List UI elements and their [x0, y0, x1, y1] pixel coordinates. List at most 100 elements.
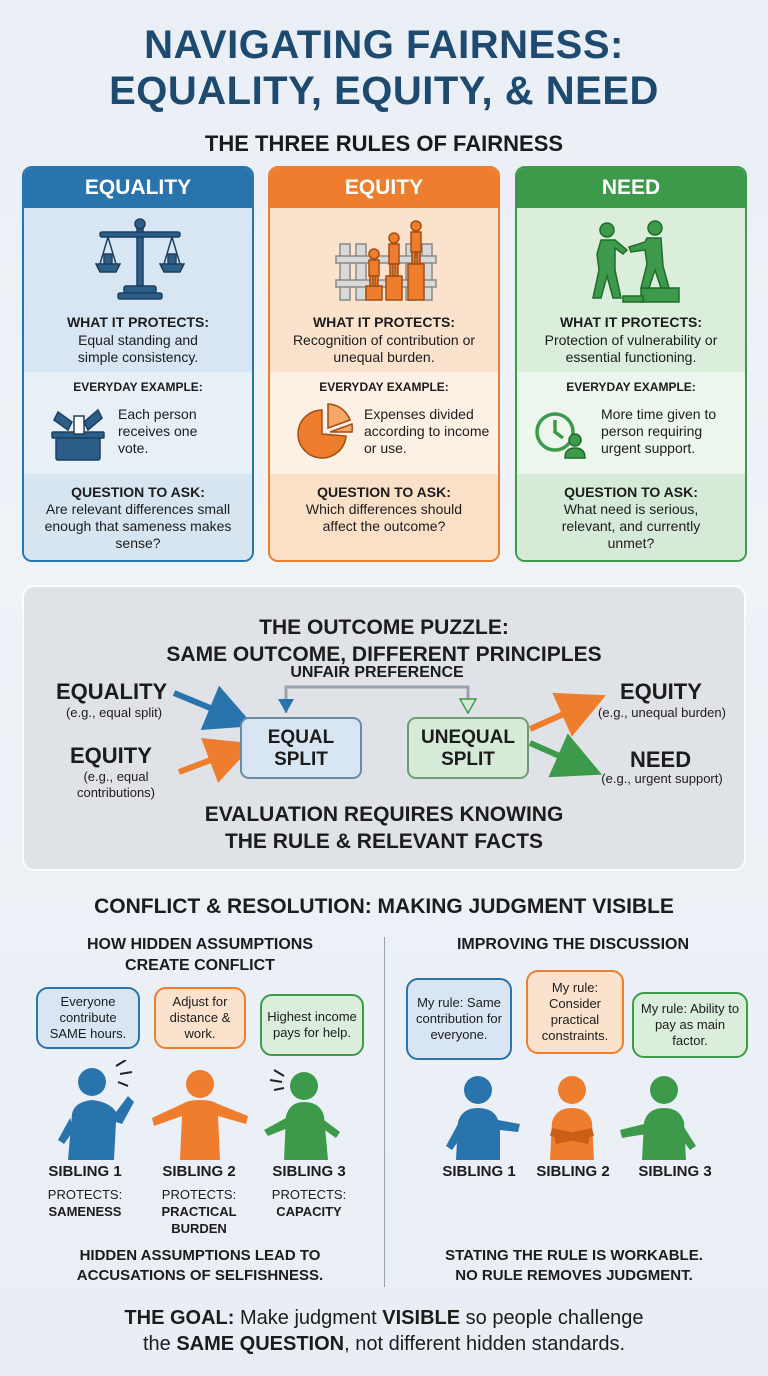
hidden-assumptions-heading-line-1: HOW HIDDEN ASSUMPTIONS: [86, 936, 314, 953]
card-equality-protects-text: Equal standing and simple consistency.: [77, 332, 199, 365]
card-equity-example-label: EVERYDAY EXAMPLE:: [319, 380, 449, 394]
card-equity-protects-text: Recognition of contribution or unequal b…: [292, 332, 476, 365]
card-equity-question-text: Which differences should affect the outc…: [305, 501, 463, 534]
speech-bubble-sibling-1-hidden: Everyone contribute SAME hours.: [36, 987, 140, 1049]
puzzle-right-equity-label: EQUITY: [620, 679, 702, 704]
hidden-assumptions-heading-line-2: CREATE CONFLICT: [125, 957, 275, 974]
puzzle-left-equality-sub: (e.g., equal split): [65, 705, 163, 720]
card-equality-example-label: EVERYDAY EXAMPLE:: [73, 380, 203, 394]
goal-visible: VISIBLE: [382, 1307, 461, 1329]
hidden-assumptions-statement-line-1: HIDDEN ASSUMPTIONS LEAD TO: [79, 1247, 321, 1264]
puzzle-evaluation-statement: EVALUATION REQUIRES KNOWING THE RULE & R…: [24, 801, 744, 855]
rules-heading: THE THREE RULES OF FAIRNESS: [204, 131, 564, 156]
sibling-2-protects: PROTECTS: PRACTICAL BURDEN: [144, 1186, 254, 1237]
hidden-assumptions-statement: HIDDEN ASSUMPTIONS LEAD TO ACCUSATIONS O…: [20, 1246, 380, 1286]
fence-boxes-icon: [335, 220, 437, 301]
unequal-split-box: UNEQUAL SPLIT: [407, 717, 529, 779]
puzzle-left-equity-label: EQUITY: [70, 743, 152, 768]
page-title: NAVIGATING FAIRNESS: EQUALITY, EQUITY, &…: [0, 22, 768, 114]
helping-hand-icon: [592, 220, 680, 303]
section-divider: [384, 937, 385, 1287]
sibling-1-protects: PROTECTS: SAMENESS: [30, 1186, 140, 1220]
sibling-1-hidden-figure: [58, 1060, 134, 1160]
card-equity-header: EQUITY: [270, 168, 498, 208]
sibling-3-protects-label: PROTECTS:: [271, 1187, 347, 1202]
arrow-equity-to-equal-split: [177, 738, 255, 783]
unfair-preference-label: UNFAIR PREFERENCE: [290, 664, 464, 681]
siblings-hidden-figures: [58, 1060, 340, 1160]
goal-text-3: the: [142, 1333, 177, 1355]
speech-bubble-sibling-2-hidden: Adjust for distance & work.: [154, 987, 246, 1049]
sibling-3-rule-figure: [620, 1076, 696, 1160]
stating-rule-statement: STATING THE RULE IS WORKABLE. NO RULE RE…: [392, 1246, 756, 1286]
goal-text-2: so people challenge: [460, 1307, 644, 1329]
outcome-puzzle-panel: THE OUTCOME PUZZLE: SAME OUTCOME, DIFFER…: [22, 585, 746, 871]
puzzle-left-equality-label: EQUALITY: [56, 679, 168, 704]
card-equality-question-label: QUESTION TO ASK:: [71, 484, 205, 500]
sibling-2-rule-figure: [550, 1076, 594, 1160]
sibling-1-rule-name: SIBLING 1: [442, 1163, 516, 1180]
card-equity-example-text: Expenses divided according to income or …: [364, 406, 490, 456]
sibling-3-hidden-name: SIBLING 3: [272, 1163, 346, 1180]
card-need-header: NEED: [517, 168, 745, 208]
speech-bubble-sibling-3-rule: My rule: Ability to pay as main factor.: [632, 992, 748, 1058]
arrow-equality-to-equal-split: [172, 685, 255, 730]
title-line-2: EQUALITY, EQUITY, & NEED: [109, 69, 659, 113]
stating-rule-statement-line-1: STATING THE RULE IS WORKABLE.: [445, 1247, 703, 1264]
card-need-protects-text: Protection of vulnerability or essential…: [544, 332, 718, 365]
puzzle-right-need-sub: (e.g., urgent support): [601, 771, 723, 786]
stating-rule-statement-line-2: NO RULE REMOVES JUDGMENT.: [455, 1267, 693, 1284]
card-equity: EQUITY: [268, 166, 500, 562]
card-need-example-label: EVERYDAY EXAMPLE:: [566, 380, 696, 394]
sibling-1-protects-value: SAMENESS: [48, 1204, 122, 1219]
sibling-3-rule-name: SIBLING 3: [638, 1163, 712, 1180]
sibling-1-protects-label: PROTECTS:: [47, 1187, 123, 1202]
card-need-protects-label: WHAT IT PROTECTS:: [559, 314, 703, 330]
unfair-preference-bracket: [284, 685, 470, 713]
goal-text-1: Make judgment: [234, 1307, 383, 1329]
card-equity-question-label: QUESTION TO ASK:: [317, 484, 451, 500]
speech-bubble-sibling-3-hidden: Highest income pays for help.: [260, 994, 364, 1056]
speech-bubble-sibling-1-rule: My rule: Same contribution for everyone.: [406, 978, 512, 1060]
balance-scale-icon: [94, 218, 186, 300]
card-need: NEED WHAT IT PROTECTS: Protection of vul…: [515, 166, 747, 562]
card-equity-protects-label: WHAT IT PROTECTS:: [312, 314, 456, 330]
improving-discussion-heading: IMPROVING THE DISCUSSION: [456, 936, 690, 953]
arrow-unequal-split-to-equity: [528, 692, 606, 737]
unequal-split-line-1: UNEQUAL: [421, 727, 515, 748]
puzzle-right-need-label: NEED: [630, 747, 692, 772]
sibling-3-protects-value: CAPACITY: [276, 1204, 342, 1219]
puzzle-eval-line-1: EVALUATION REQUIRES KNOWING: [204, 803, 564, 826]
sibling-3-protects: PROTECTS: CAPACITY: [254, 1186, 364, 1220]
sibling-2-hidden-name: SIBLING 2: [162, 1163, 236, 1180]
card-equality-question-text: Are relevant differences small enough th…: [44, 501, 232, 551]
goal-text-4: , not different hidden standards.: [344, 1333, 626, 1355]
puzzle-title-line-2: SAME OUTCOME, DIFFERENT PRINCIPLES: [166, 643, 602, 666]
speech-bubble-sibling-2-rule: My rule: Consider practical constraints.: [526, 970, 624, 1054]
puzzle-right-equity-sub: (e.g., unequal burden): [598, 705, 726, 720]
goal-lead: THE GOAL:: [124, 1307, 235, 1329]
equal-split-line-1: EQUAL: [267, 727, 335, 748]
sibling-2-hidden-figure: [152, 1070, 248, 1160]
equal-split-box: EQUAL SPLIT: [240, 717, 362, 779]
pie-chart-icon: [297, 403, 354, 459]
hidden-assumptions-statement-line-2: ACCUSATIONS OF SELFISHNESS.: [76, 1267, 324, 1284]
goal-statement: THE GOAL: Make judgment VISIBLE so peopl…: [0, 1305, 768, 1357]
sibling-2-rule-name: SIBLING 2: [536, 1163, 610, 1180]
puzzle-left-equity-sub-line-1: (e.g., equal: [83, 769, 149, 784]
puzzle-title-line-1: THE OUTCOME PUZZLE:: [259, 616, 509, 639]
goal-same-question: SAME QUESTION: [176, 1333, 345, 1355]
puzzle-left-equity-sub: (e.g., equal contributions): [54, 769, 178, 801]
card-need-example-text: More time given to person requiring urge…: [601, 406, 717, 456]
puzzle-left-equity-sub-line-2: contributions): [76, 785, 156, 800]
puzzle-eval-line-2: THE RULE & RELEVANT FACTS: [224, 830, 544, 853]
unequal-split-line-2: SPLIT: [441, 749, 495, 770]
arrow-unequal-split-to-need: [528, 733, 602, 778]
sibling-3-hidden-figure: [264, 1069, 340, 1160]
ballot-box-icon: [51, 408, 105, 461]
card-equality: EQUALITY WHAT IT PROTECTS: Equal standin…: [22, 166, 254, 562]
siblings-rule-figures: [446, 1076, 696, 1160]
goal-line-1: THE GOAL: Make judgment VISIBLE so peopl…: [0, 1305, 768, 1331]
puzzle-title: THE OUTCOME PUZZLE: SAME OUTCOME, DIFFER…: [24, 614, 744, 668]
card-equality-example-text: Each person receives one vote.: [118, 406, 198, 456]
